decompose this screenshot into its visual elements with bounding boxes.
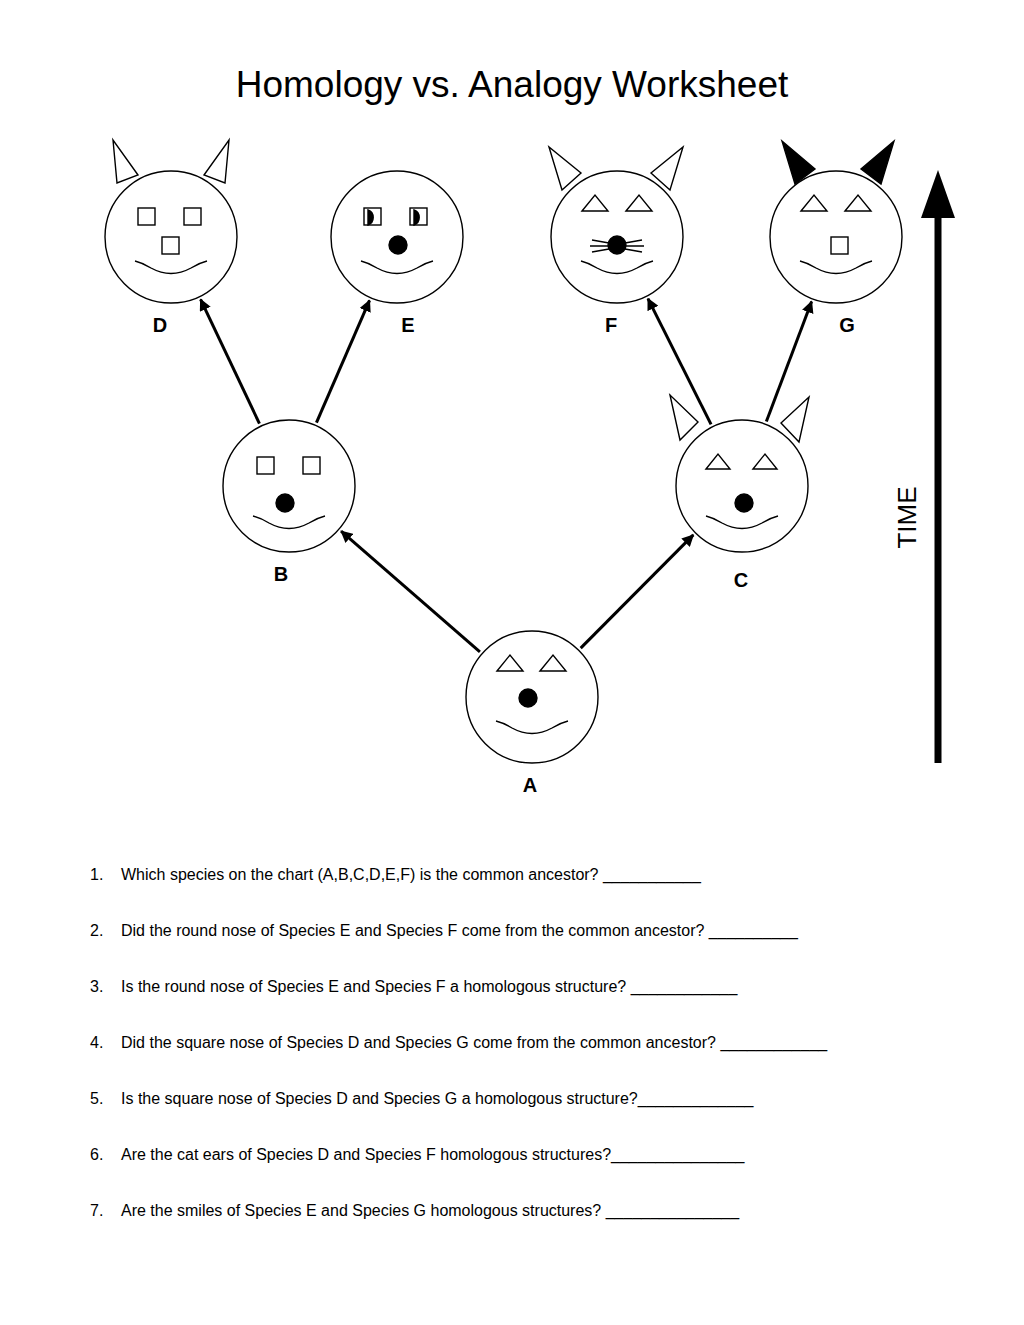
question-number: 2. bbox=[90, 922, 103, 940]
descent-arrow bbox=[581, 535, 694, 648]
question-text: Which species on the chart (A,B,C,D,E,F)… bbox=[121, 866, 701, 884]
species-letter: E bbox=[401, 314, 414, 337]
question-number: 3. bbox=[90, 978, 103, 996]
species-letter: A bbox=[523, 774, 537, 797]
species-letter: C bbox=[734, 569, 748, 592]
descent-arrow bbox=[341, 531, 480, 652]
descent-arrow bbox=[201, 299, 260, 423]
circle-outline bbox=[769, 170, 903, 304]
question-number: 1. bbox=[90, 866, 103, 884]
question-number: 4. bbox=[90, 1034, 103, 1052]
species-letter: D bbox=[153, 314, 167, 337]
question-text: Is the round nose of Species E and Speci… bbox=[121, 978, 737, 996]
face-d bbox=[113, 140, 229, 274]
species-circle: E bbox=[330, 170, 464, 304]
face-e bbox=[361, 208, 433, 274]
question-text: Are the cat ears of Species D and Specie… bbox=[121, 1146, 745, 1164]
worksheet-title: Homology vs. Analogy Worksheet bbox=[0, 64, 1024, 106]
circle-outline bbox=[222, 419, 356, 553]
circle-outline bbox=[465, 630, 599, 764]
time-arrow bbox=[921, 170, 955, 763]
face-g bbox=[782, 141, 894, 274]
face-f bbox=[549, 147, 683, 274]
species-letter: B bbox=[274, 563, 288, 586]
question-text: Did the square nose of Species D and Spe… bbox=[121, 1034, 827, 1052]
descent-arrow bbox=[316, 300, 369, 422]
question-number: 6. bbox=[90, 1146, 103, 1164]
time-label: TIME bbox=[891, 486, 922, 548]
species-circle: F bbox=[550, 170, 684, 304]
face-c bbox=[670, 395, 809, 529]
species-circle: D bbox=[104, 170, 238, 304]
circle-outline bbox=[550, 170, 684, 304]
species-letter: G bbox=[839, 314, 855, 337]
face-a bbox=[496, 655, 568, 734]
species-circle: C bbox=[675, 419, 809, 553]
question-text: Are the smiles of Species E and Species … bbox=[121, 1202, 739, 1220]
question-text: Is the square nose of Species D and Spec… bbox=[121, 1090, 753, 1108]
circle-outline bbox=[104, 170, 238, 304]
species-letter: F bbox=[605, 314, 617, 337]
question-number: 5. bbox=[90, 1090, 103, 1108]
circle-outline bbox=[330, 170, 464, 304]
species-circle: A bbox=[465, 630, 599, 764]
species-circle: B bbox=[222, 419, 356, 553]
face-b bbox=[253, 457, 325, 529]
question-text: Did the round nose of Species E and Spec… bbox=[121, 922, 798, 940]
species-circle: G bbox=[769, 170, 903, 304]
circle-outline bbox=[675, 419, 809, 553]
question-number: 7. bbox=[90, 1202, 103, 1220]
